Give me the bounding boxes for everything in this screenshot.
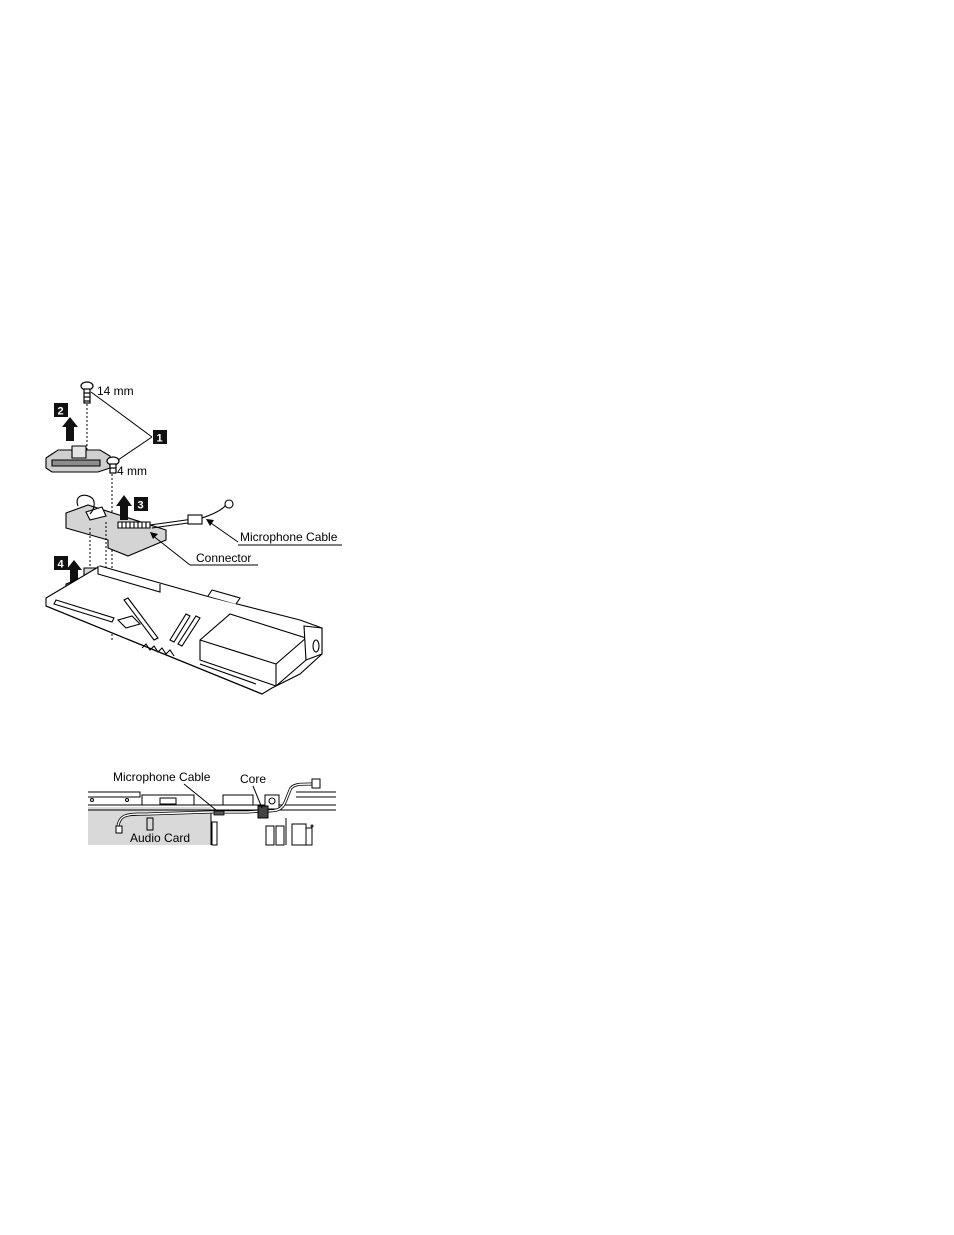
audio-card-label: Audio Card [130, 831, 190, 845]
svg-text:3: 3 [138, 500, 144, 512]
callout-1: 1 [153, 430, 167, 445]
screw-14mm [80, 381, 94, 404]
screw-4mm-label: 4 mm [117, 464, 147, 478]
bracket [45, 445, 111, 473]
svg-text:2: 2 [58, 406, 64, 418]
svg-text:4: 4 [58, 559, 65, 571]
callout-2: 2 [54, 403, 68, 418]
callout-3: 3 [134, 497, 148, 512]
microphone-cable [149, 499, 234, 529]
system-board [45, 565, 323, 695]
svg-text:1: 1 [157, 433, 163, 445]
screw-14mm-label: 14 mm [97, 384, 134, 398]
screw-4mm [106, 456, 120, 474]
cable-routing-detail [88, 778, 336, 846]
arrow-up-icon [62, 417, 78, 441]
callout-4: 4 [54, 556, 68, 571]
microphone-cable-label-detail: Microphone Cable [113, 770, 211, 784]
arrow-up-icon [66, 560, 82, 582]
audio-card [65, 494, 167, 557]
connector-label: Connector [196, 551, 251, 565]
arrow-up-icon [116, 495, 132, 520]
core-label: Core [240, 772, 266, 786]
microphone-cable-label: Microphone Cable [240, 530, 338, 544]
